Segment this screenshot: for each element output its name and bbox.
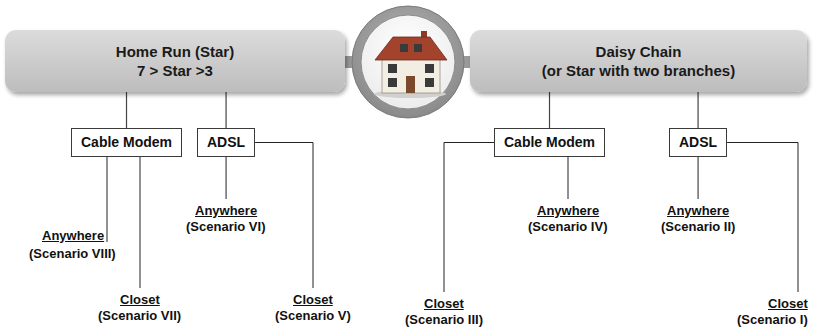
house-disc xyxy=(361,15,455,109)
scenario-label: (Scenario VI) xyxy=(186,219,265,234)
leader-line xyxy=(226,157,227,199)
connector-line xyxy=(549,92,550,128)
leader-line xyxy=(255,143,313,289)
box-label: Cable Modem xyxy=(81,134,172,151)
band-title: Daisy Chain xyxy=(596,42,682,61)
connector-line xyxy=(225,92,226,128)
house-window xyxy=(425,78,434,87)
location-label: Anywhere xyxy=(537,203,599,218)
connector-group xyxy=(127,92,699,128)
leader-line xyxy=(568,157,569,199)
house-roof xyxy=(375,37,447,60)
topology-band: Home Run (Star)7 > Star >3 xyxy=(5,30,345,92)
scenario-label: (Scenario IV) xyxy=(528,219,607,234)
location-label: Closet xyxy=(424,296,464,311)
location-label: Anywhere xyxy=(195,203,257,218)
scenario-label: (Scenario I) xyxy=(737,312,808,327)
house-icon xyxy=(374,31,447,98)
location-label: Closet xyxy=(293,292,333,307)
leader-line xyxy=(698,157,699,199)
leader-line xyxy=(444,143,494,293)
box-label: ADSL xyxy=(679,134,717,151)
modem-box: Cable Modem xyxy=(494,128,605,157)
house-door xyxy=(406,76,415,93)
scenario-label: (Scenario V) xyxy=(275,308,351,323)
location-label: Closet xyxy=(768,296,808,311)
modem-box: ADSL xyxy=(197,128,255,157)
leader-line xyxy=(140,157,141,288)
house-ring xyxy=(352,6,464,118)
box-label: Cable Modem xyxy=(504,134,595,151)
location-label: Anywhere xyxy=(42,228,104,243)
house-dormer xyxy=(400,44,408,52)
band-title: Home Run (Star) xyxy=(116,42,234,61)
modem-box: ADSL xyxy=(669,128,727,157)
scenario-label: (Scenario II) xyxy=(661,219,735,234)
scenario-label: (Scenario III) xyxy=(405,312,483,327)
modem-box: Cable Modem xyxy=(71,128,182,157)
house-wall xyxy=(382,57,440,93)
house-window xyxy=(425,64,434,73)
location-label: Anywhere xyxy=(667,203,729,218)
band-subtitle: (or Star with two branches) xyxy=(542,61,735,80)
leader-line xyxy=(727,143,798,293)
house-window xyxy=(388,64,397,73)
leader-line xyxy=(107,157,108,242)
band-subtitle: 7 > Star >3 xyxy=(137,61,213,80)
location-label: Closet xyxy=(120,292,160,307)
connector-line xyxy=(126,92,127,128)
topology-band: Daisy Chain(or Star with two branches) xyxy=(470,30,807,92)
house-dormer xyxy=(414,44,422,52)
scenario-label: (Scenario VIII) xyxy=(29,246,116,261)
scenario-label: (Scenario VII) xyxy=(98,308,181,323)
house-window xyxy=(388,78,397,87)
connector-line xyxy=(697,92,698,128)
leader-group xyxy=(107,143,798,293)
box-label: ADSL xyxy=(207,134,245,151)
